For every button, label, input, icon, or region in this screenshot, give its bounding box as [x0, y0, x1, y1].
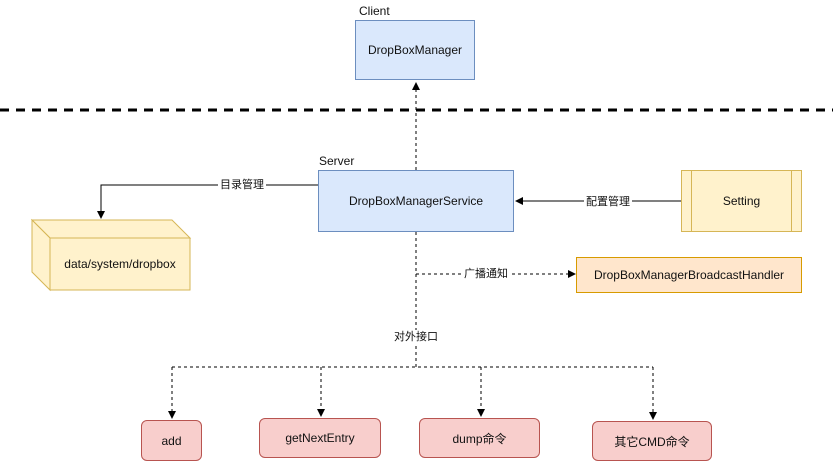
external-api-label: 对外接口 — [392, 330, 440, 344]
storage-cube-shape — [30, 218, 192, 292]
broadcast-handler-node[interactable]: DropBoxManagerBroadcastHandler — [576, 257, 802, 293]
add-node[interactable]: add — [141, 420, 202, 461]
storage-node[interactable]: data/system/dropbox — [64, 257, 176, 271]
setting-node-label: Setting — [722, 194, 761, 208]
dump-node[interactable]: dump命令 — [419, 418, 540, 458]
config-mgmt-label: 配置管理 — [584, 195, 632, 209]
setting-node[interactable]: Setting — [681, 170, 802, 232]
dropbox-manager-node[interactable]: DropBoxManager — [355, 20, 475, 80]
get-next-entry-node[interactable]: getNextEntry — [259, 418, 381, 458]
edge-directory-mgmt — [97, 184, 318, 219]
client-section-label: Client — [359, 4, 390, 18]
server-section-label: Server — [319, 154, 355, 168]
dropbox-manager-service-node[interactable]: DropBoxManagerService — [318, 170, 514, 232]
directory-mgmt-label: 目录管理 — [218, 178, 266, 192]
other-cmd-node[interactable]: 其它CMD命令 — [592, 421, 712, 461]
broadcast-notify-label: 广播通知 — [462, 267, 510, 281]
